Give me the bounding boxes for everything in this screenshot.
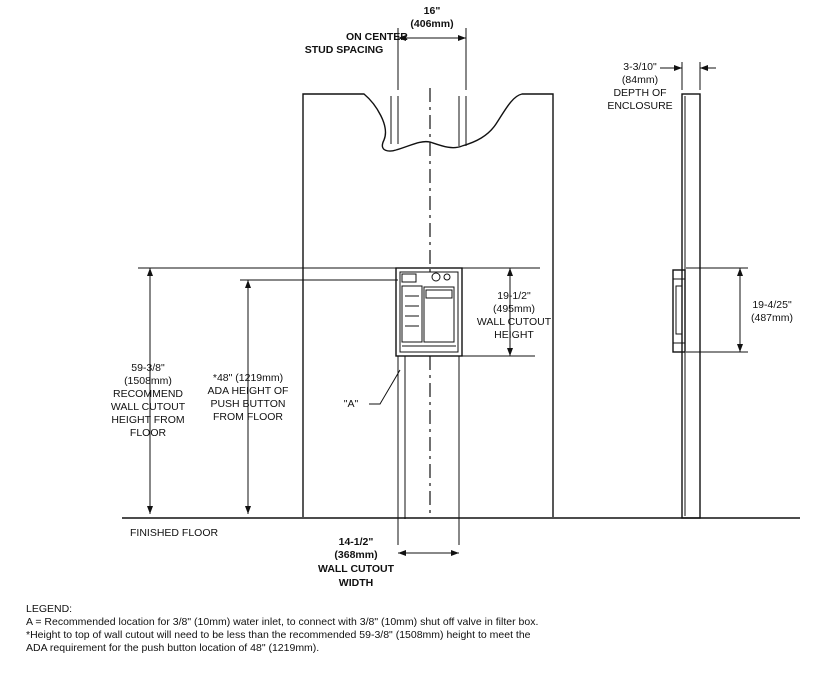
cutout-width-line-4: WIDTH — [339, 577, 373, 589]
stud-spacing-line-1: 16" — [424, 5, 441, 17]
push-button-detail — [431, 272, 441, 282]
wall-panel-left — [302, 93, 397, 517]
wall-panel-right — [461, 93, 554, 517]
recommended-line-6: FLOOR — [130, 427, 167, 439]
legend-title: LEGEND: — [26, 603, 73, 615]
cutout-width-line-1: 14-1/2" — [339, 536, 374, 548]
filter-panel — [423, 286, 455, 343]
legend-line-note: *Height to top of wall cutout will need … — [26, 629, 531, 641]
recommended-line-5: HEIGHT FROM — [111, 414, 184, 426]
filter-panel-detail — [425, 289, 453, 299]
cutout-height-line-4: HEIGHT — [494, 329, 534, 341]
stud-spacing-line-4: STUD SPACING — [305, 44, 384, 56]
cutout-width-line-2: (368mm) — [334, 549, 377, 561]
front-view — [122, 28, 800, 556]
depth-line-4: ENCLOSURE — [607, 100, 672, 112]
cutout-height-line-2: (495mm) — [493, 303, 535, 315]
recommended-line-3: RECOMMEND — [113, 388, 183, 400]
valve-panel — [401, 285, 423, 343]
cutout-height-line-3: WALL CUTOUT — [477, 316, 552, 328]
recommended-line-4: WALL CUTOUT — [111, 401, 186, 413]
enclosure-box — [395, 267, 463, 357]
legend: LEGEND: A = Recommended location for 3/8… — [26, 603, 538, 655]
depth-line-2: (84mm) — [622, 74, 658, 86]
depth-line-1: 3-3/10" — [623, 61, 657, 73]
side-height-line-1: 19-4/25" — [752, 299, 792, 311]
side-view — [660, 62, 748, 519]
stud-spacing-line-3: ON CENTER — [346, 31, 408, 43]
legend-line-a: A = Recommended location for 3/8" (10mm)… — [26, 616, 539, 628]
cutout-height-line-1: 19-1/2" — [497, 290, 531, 302]
stud-spacing-line-2: (406mm) — [410, 18, 453, 30]
depth-line-3: DEPTH OF — [613, 87, 666, 99]
enclosure-inner — [399, 271, 459, 353]
callout-a-leader — [369, 369, 401, 405]
wall-break-line — [395, 140, 463, 151]
finished-floor-label: FINISHED FLOOR — [130, 527, 219, 539]
recommended-line-2: (1508mm) — [124, 375, 172, 387]
cutout-width-line-3: WALL CUTOUT — [318, 563, 395, 575]
text-labels: 16" (406mm) ON CENTER STUD SPACING 3-3/1… — [111, 5, 793, 589]
side-height-line-2: (487mm) — [751, 312, 793, 324]
installation-drawing: 16" (406mm) ON CENTER STUD SPACING 3-3/1… — [111, 5, 800, 589]
ada-line-4: FROM FLOOR — [213, 411, 283, 423]
ada-line-1: *48" (1219mm) — [213, 372, 283, 384]
recommended-line-1: 59-3/8" — [131, 362, 165, 374]
legend-line-note-cont: ADA requirement for the push button loca… — [26, 642, 320, 654]
callout-a-label: "A" — [344, 398, 359, 410]
ada-line-3: PUSH BUTTON — [210, 398, 285, 410]
ada-line-2: ADA HEIGHT OF — [208, 385, 289, 397]
side-enclosure — [672, 269, 686, 353]
